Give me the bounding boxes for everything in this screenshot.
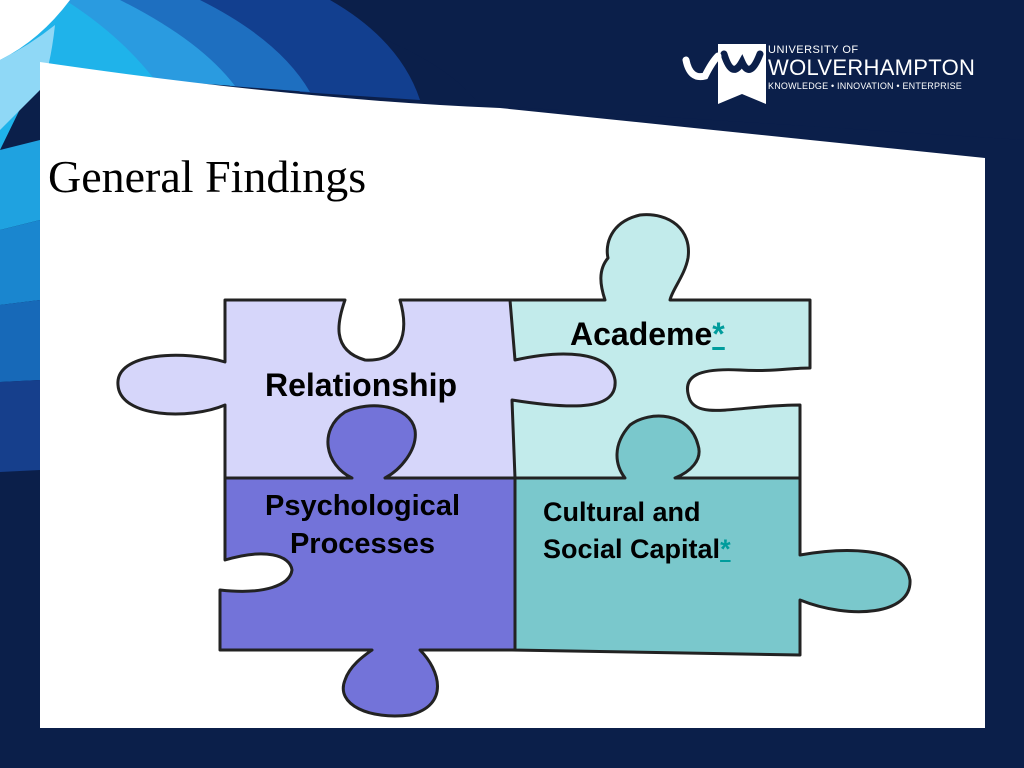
logo-wolverhampton: WOLVERHAMPTON — [768, 55, 976, 80]
psychological-line2: Processes — [289, 528, 436, 560]
decorative-arcs — [0, 0, 420, 472]
cultural-line2: Social Capital — [543, 534, 721, 564]
relationship-text: Relationship — [265, 367, 458, 403]
cultural-line2-wrap: Social Capital* — [543, 531, 731, 568]
puzzle-piece-academe — [508, 213, 812, 480]
puzzle-piece-relationship — [116, 298, 617, 480]
university-logo-icon — [682, 44, 766, 104]
relationship-label: Relationship — [265, 367, 457, 404]
logo-tagline: KNOWLEDGE • INNOVATION • ENTERPRISE — [768, 81, 962, 91]
academe-label: Academe* — [570, 316, 725, 353]
psychological-label: Psychological Processes — [250, 487, 475, 563]
academe-text: Academe — [570, 316, 713, 352]
cultural-label: Cultural and Social Capital* — [543, 494, 731, 568]
psychological-line1: Psychological — [264, 490, 460, 522]
cultural-line1: Cultural and — [543, 497, 701, 527]
puzzle-piece-psychological — [218, 404, 517, 718]
slide-title: General Findings — [48, 151, 367, 202]
cultural-link[interactable]: * — [720, 534, 731, 564]
logo-university-of: UNIVERSITY OF — [768, 44, 859, 56]
academe-link[interactable]: * — [712, 316, 725, 352]
